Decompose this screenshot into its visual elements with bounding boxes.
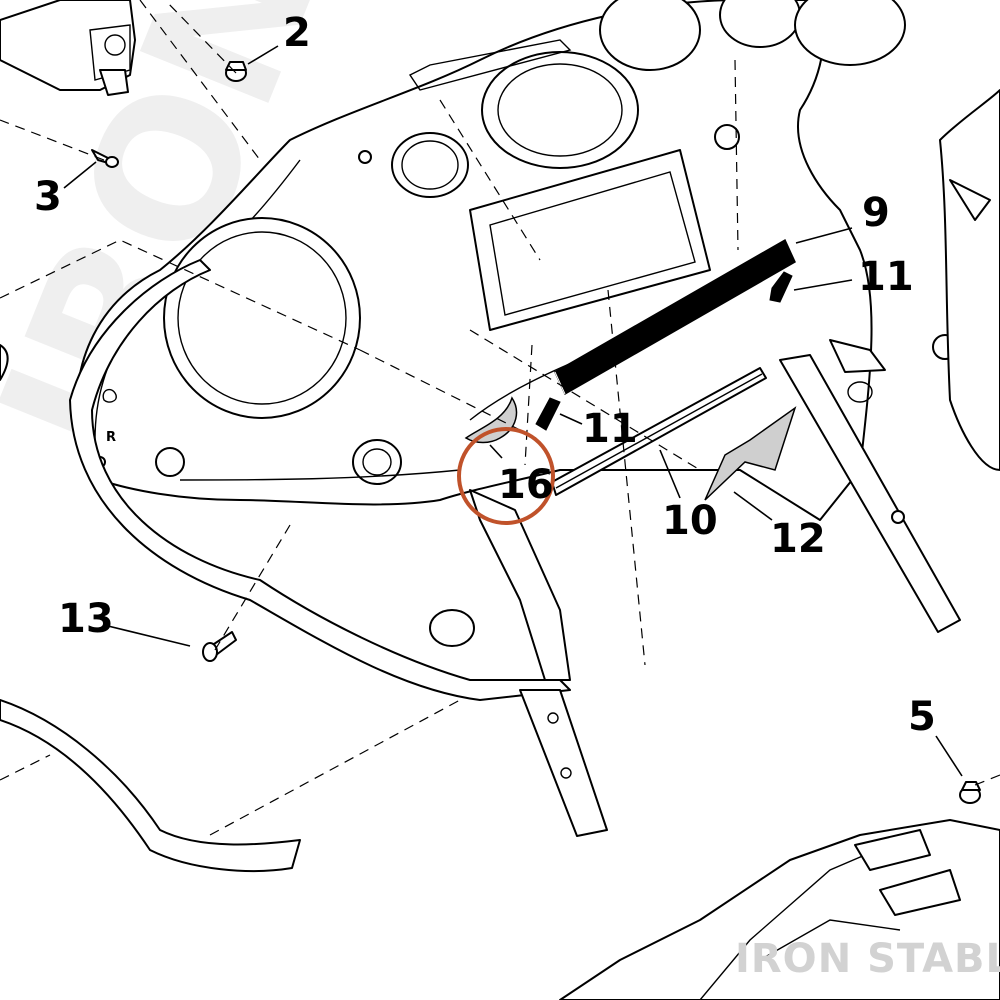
callout-13: 13 [58, 596, 114, 642]
clip-part-16 [464, 396, 518, 444]
outer-fairing-trim-part [69, 259, 608, 837]
assembly-dashed-lines [0, 0, 1000, 836]
seal-strip-part-9 [554, 238, 796, 396]
screw-part-2 [225, 61, 247, 82]
callout-12: 12 [770, 516, 826, 562]
trim-strip-part-10 [551, 367, 767, 496]
gasket-part-12 [704, 406, 797, 501]
callout-9: 9 [862, 190, 890, 236]
inner-fairing-part [75, 0, 958, 521]
seal-block-part-11-upper [769, 271, 793, 303]
right-bracket-part [779, 339, 961, 633]
callout-2: 2 [283, 10, 311, 56]
callout-11-lower: 11 [582, 406, 638, 452]
right-fairing-edge-part [939, 89, 1000, 471]
callout-16: 16 [498, 462, 554, 508]
highlight-circle-16 [457, 427, 555, 525]
screw-part-5 [959, 781, 981, 804]
callout-5: 5 [908, 694, 936, 740]
callout-leaders [63, 45, 963, 777]
push-rivet-part-13 [202, 631, 237, 662]
callout-10: 10 [662, 498, 718, 544]
seal-block-part-11-lower [535, 397, 561, 431]
callout-labels: 2 3 9 11 11 16 10 12 13 5 [34, 10, 936, 740]
brand-watermark: IRON STABLE [735, 936, 1000, 982]
callout-11-upper: 11 [858, 254, 914, 300]
lower-trim-arc-part [0, 344, 301, 872]
callout-3: 3 [34, 174, 62, 220]
svg-text:R: R [106, 430, 116, 445]
switch-housing-part [0, 0, 136, 96]
lower-frame-part [559, 819, 1000, 1000]
side-marker: R [102, 388, 117, 445]
